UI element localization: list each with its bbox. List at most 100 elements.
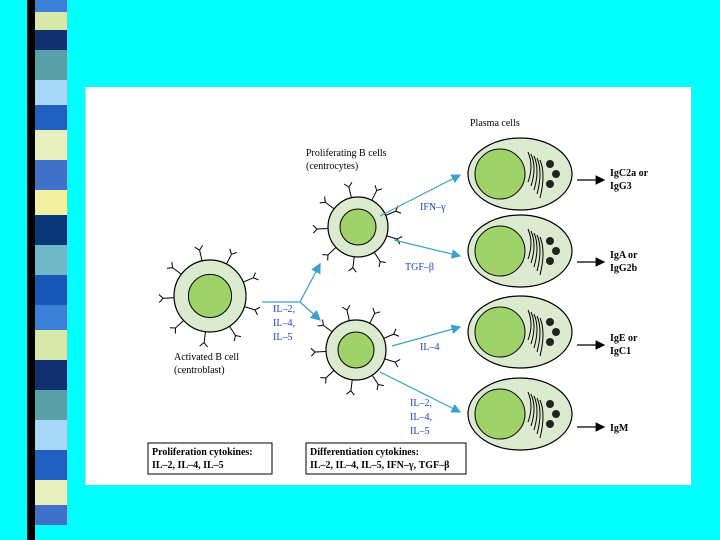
input-cytokine-il5: IL–5 [273, 332, 292, 343]
proliferating-cells-label-line1: Proliferating B cells [306, 148, 387, 159]
receptor-arm [349, 182, 352, 187]
cell-nucleus [340, 209, 376, 245]
receptor [384, 334, 394, 338]
receptor-arm [231, 252, 236, 254]
receptor-arm [195, 247, 200, 250]
diagram-panel: Activated B cell (centroblast) IL–2, IL–… [85, 87, 691, 485]
vesicle [546, 318, 554, 326]
stripe-block [35, 245, 67, 275]
vesicle [552, 170, 560, 178]
vesicle [546, 400, 554, 408]
stripe-block [35, 505, 67, 525]
receptor-arm [255, 307, 260, 310]
receptor-arm [313, 229, 317, 233]
receptor-arm [313, 225, 317, 229]
activated-cell-label-line2: (centroblast) [174, 365, 225, 376]
branch-arrow-up [262, 264, 320, 302]
input-cytokine-il4: IL–4, [273, 318, 295, 329]
stripe-block [35, 305, 67, 330]
receptor-arm [253, 273, 255, 278]
receptor [317, 228, 328, 229]
cytokine-tgf-beta: TGF–β [405, 262, 434, 273]
receptor-arm [395, 359, 400, 362]
receptor-arm [172, 262, 173, 268]
receptor-arm [397, 236, 402, 239]
stripe-block [35, 480, 67, 505]
receptor-arm [204, 343, 207, 347]
receptor [370, 314, 375, 324]
receptor-arm [378, 384, 384, 385]
receptor [315, 351, 326, 352]
receptor-arm [167, 268, 173, 269]
receptor [244, 307, 255, 310]
receptor [387, 236, 398, 239]
vesicle [552, 328, 560, 336]
receptor [349, 187, 351, 198]
stripe-block [35, 160, 67, 190]
plasma-cell-2 [468, 215, 572, 287]
receptor-arm [311, 348, 315, 352]
cytokine-ifn-gamma: IFN–γ [420, 202, 446, 213]
plasma-cell-nucleus [475, 149, 525, 199]
legend-differentiation-items: IL–2, IL–4, IL–5, IFN–γ, TGF–β [310, 460, 449, 471]
output-label-3b: IgC1 [610, 346, 631, 357]
receptor [230, 326, 236, 335]
plasma-cell-1 [468, 138, 572, 210]
cell-nucleus [188, 274, 231, 317]
receptor-arm [200, 343, 204, 346]
receptor-arm [255, 310, 258, 315]
receptor [326, 370, 334, 377]
activated-cell-label-line1: Activated B cell [174, 352, 239, 363]
receptor-arm [159, 295, 163, 299]
receptor-arm [318, 325, 324, 326]
receptor-arm [346, 391, 350, 394]
stripe-block [35, 215, 67, 245]
vesicle [546, 160, 554, 168]
receptor-arm [230, 249, 232, 254]
receptor-arm [353, 268, 356, 272]
receptor [385, 359, 396, 362]
plasma-cell-4 [468, 378, 572, 450]
receptor-arm [394, 329, 396, 334]
receptor [173, 268, 182, 275]
receptor-arm [200, 245, 203, 250]
vesicle [546, 338, 554, 346]
receptor-arm [348, 268, 352, 271]
receptor-arm [377, 384, 378, 390]
cytokine-il4: IL–4 [420, 342, 439, 353]
receptor [163, 298, 174, 299]
output-label-1b: IgG3 [610, 181, 632, 192]
receptor [353, 257, 354, 268]
receptor [347, 310, 349, 321]
vesicle [552, 247, 560, 255]
stripe-block [35, 130, 67, 160]
output-label-3a: IgE or [610, 333, 638, 344]
receptor-arm [342, 307, 347, 310]
receptor [204, 332, 205, 343]
receptor-arm [375, 185, 377, 190]
cytokine-il4-b: IL–4, [410, 412, 432, 423]
receptor-arm [159, 298, 163, 302]
receptor-arm [373, 308, 375, 313]
stripe-block [35, 50, 67, 80]
receptor-arm [395, 362, 398, 367]
stripe-block [35, 105, 67, 130]
plasma-cell-nucleus [475, 226, 525, 276]
stripe-block [35, 450, 67, 480]
branch-arrow-down [300, 302, 320, 320]
legend-differentiation-title: Differentiation cytokines: [310, 447, 419, 458]
cell-nucleus [338, 332, 374, 368]
plasma-cell-3 [468, 296, 572, 368]
receptor-arm [344, 184, 349, 187]
receptor-arm [325, 197, 326, 203]
receptor [323, 325, 332, 332]
receptor [226, 254, 231, 264]
receptor-arm [351, 391, 354, 395]
receptor-arm [320, 202, 326, 203]
b-cell-differentiation-diagram: Activated B cell (centroblast) IL–2, IL–… [85, 87, 691, 485]
vesicle [546, 257, 554, 265]
stripe-block [35, 80, 67, 105]
output-label-4: IgM [610, 423, 629, 434]
stripe-block [35, 330, 67, 360]
receptor [328, 247, 336, 254]
